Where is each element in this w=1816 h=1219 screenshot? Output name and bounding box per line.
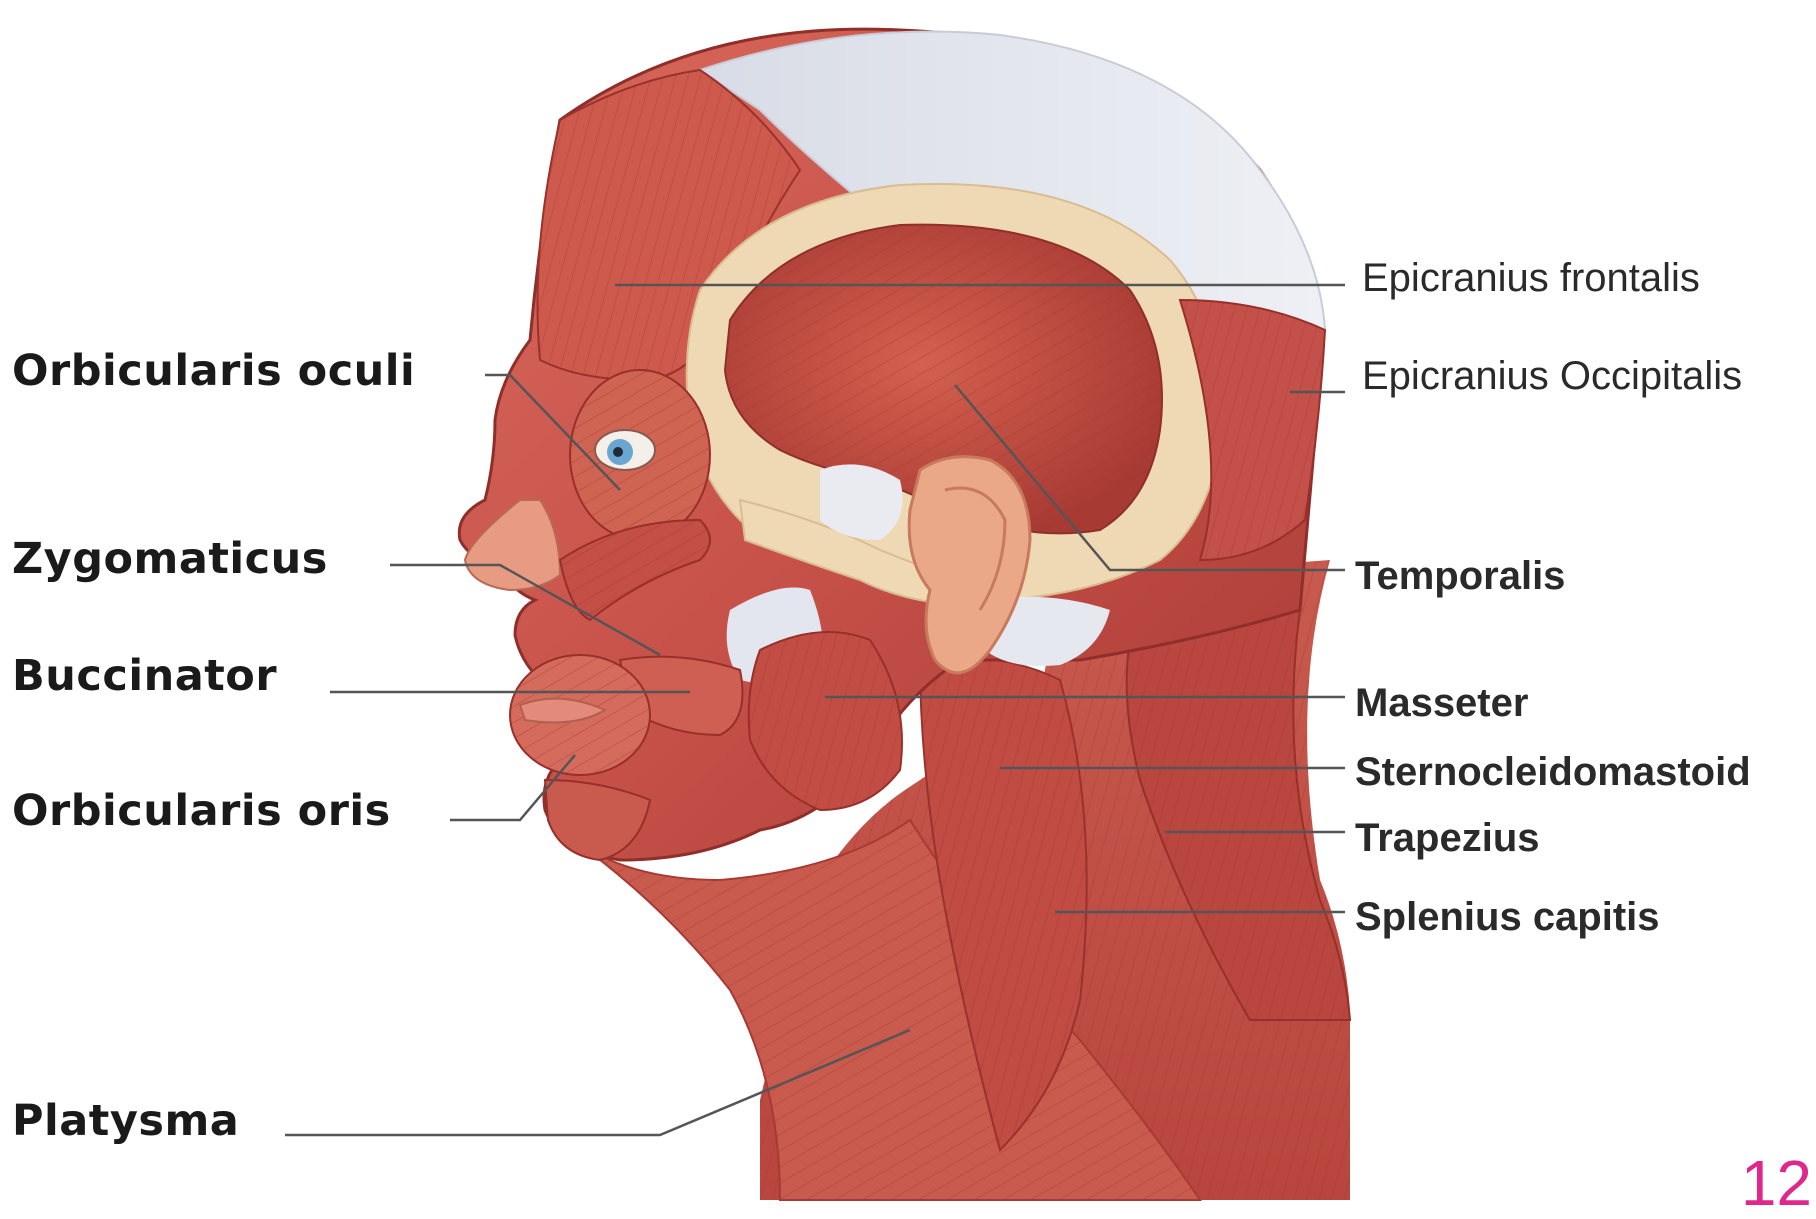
- label-trapezius: Trapezius: [1355, 818, 1540, 858]
- label-zygomaticus: Zygomaticus: [12, 538, 328, 581]
- label-masseter: Masseter: [1355, 683, 1528, 723]
- slide-number: 12: [1741, 1151, 1812, 1215]
- label-temporalis: Temporalis: [1355, 556, 1565, 596]
- label-platysma: Platysma: [12, 1100, 239, 1143]
- tendon-patch-temporal: [820, 464, 903, 540]
- label-epicranius-frontalis: Epicranius frontalis: [1362, 258, 1700, 298]
- pupil: [613, 447, 623, 457]
- label-orbicularis-oris: Orbicularis oris: [12, 790, 391, 833]
- label-orbicularis-oculi: Orbicularis oculi: [12, 350, 415, 393]
- label-buccinator: Buccinator: [12, 655, 277, 698]
- label-epicranius-occipitalis: Epicranius Occipitalis: [1362, 356, 1742, 396]
- label-splenius-capitis: Splenius capitis: [1355, 897, 1660, 937]
- label-sternocleidomastoid: Sternocleidomastoid: [1355, 752, 1751, 792]
